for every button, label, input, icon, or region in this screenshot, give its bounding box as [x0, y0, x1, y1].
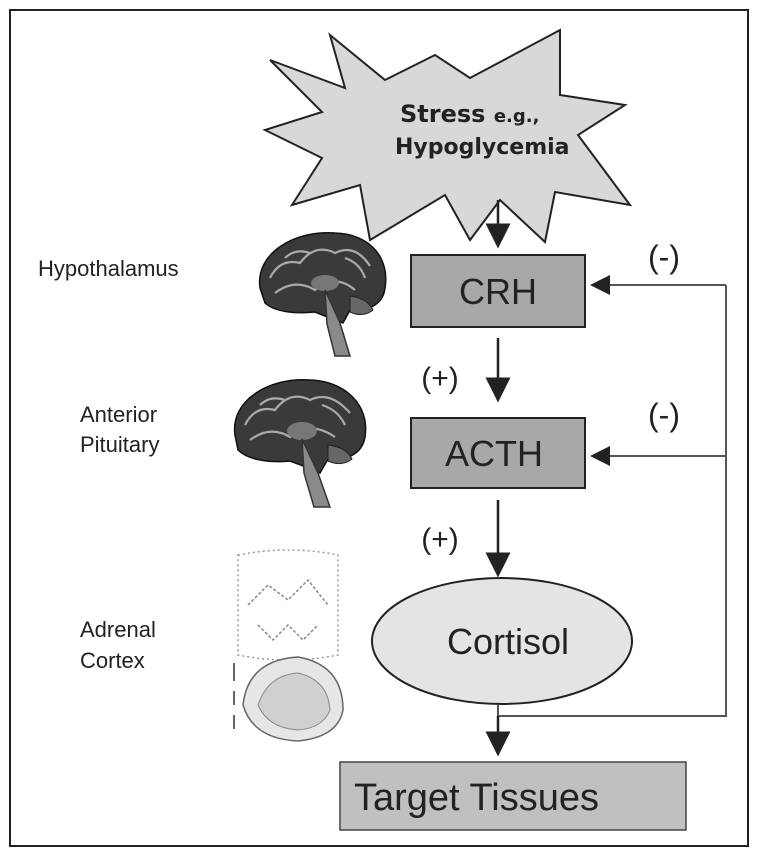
positive-sign-2: (+) — [421, 523, 459, 556]
cortex-label: Cortex — [80, 648, 145, 673]
cortisol-ellipse: Cortisol — [371, 577, 633, 705]
stress-label: Stress e.g., — [400, 100, 539, 128]
anterior-label: Anterior — [80, 402, 157, 427]
negative-feedback-loop — [497, 275, 727, 717]
positive-sign-1: (+) — [421, 362, 459, 395]
hypothalamus-label: Hypothalamus — [38, 256, 179, 281]
negative-sign-1: (-) — [648, 239, 680, 275]
cortisol-label: Cortisol — [447, 621, 569, 662]
crh-label: CRH — [459, 271, 537, 312]
hypoglycemia-label: Hypoglycemia — [395, 135, 570, 160]
acth-label: ACTH — [445, 433, 543, 474]
brain-sagittal-icon-2 — [233, 379, 367, 508]
pituitary-label: Pituitary — [80, 432, 159, 457]
acth-box: ACTH — [410, 417, 586, 489]
target-tissues-box: Target Tissues — [339, 761, 687, 831]
stress-starburst: Stress e.g., Hypoglycemia — [262, 28, 633, 244]
negative-sign-2: (-) — [648, 397, 680, 433]
brain-sagittal-icon — [258, 232, 387, 357]
crh-box: CRH — [410, 254, 586, 328]
target-tissues-label: Target Tissues — [354, 777, 599, 819]
adrenal-label: Adrenal — [80, 617, 156, 642]
adrenal-gland-icon — [233, 549, 344, 742]
